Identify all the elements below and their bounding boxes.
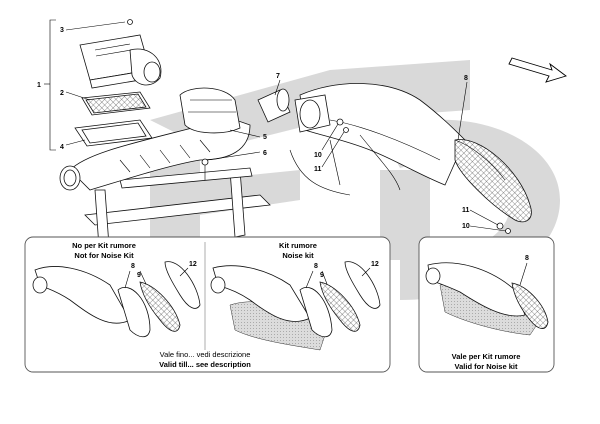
callout-1: 1 xyxy=(37,82,41,89)
no-kit-title-en: Not for Noise Kit xyxy=(74,251,134,260)
right-n8: 8 xyxy=(525,255,529,262)
variant-panel-right: 8 Vale per Kit rumore Valid for Noise ki… xyxy=(418,236,555,373)
validity-line-1: Vale fino... vedi descrizione xyxy=(160,350,251,359)
callout-7: 7 xyxy=(276,73,280,80)
callout-10-right: 10 xyxy=(462,223,470,230)
callout-10: 10 xyxy=(314,152,322,159)
mid-n8: 8 xyxy=(314,263,318,270)
right-intake-duct xyxy=(294,83,532,234)
callout-bracket xyxy=(44,19,56,151)
leader-lines xyxy=(65,21,507,232)
mid-n12: 12 xyxy=(371,261,379,268)
airbox-lid xyxy=(79,19,162,89)
callout-4: 4 xyxy=(60,144,64,151)
main-intake-duct xyxy=(59,87,251,191)
kit-title-en: Noise kit xyxy=(282,251,314,260)
variant-panel-left: No per Kit rumore Not for Noise Kit 8 9 … xyxy=(24,236,391,373)
left-n8: 8 xyxy=(131,263,135,270)
engine-outline xyxy=(289,134,401,196)
mid-n9: 9 xyxy=(320,272,324,279)
filter-element xyxy=(81,91,151,116)
direction-arrow xyxy=(508,57,567,83)
sleeve-part-7 xyxy=(257,88,291,123)
callout-6: 6 xyxy=(263,150,267,157)
callout-5: 5 xyxy=(263,134,267,141)
left-n12: 12 xyxy=(189,261,197,268)
callout-11: 11 xyxy=(314,166,322,173)
validity-line-2: Valid till... see description xyxy=(159,360,251,369)
kit-title-it: Kit rumore xyxy=(279,241,317,250)
callout-2: 2 xyxy=(60,90,64,97)
noise-kit-line-2: Valid for Noise kit xyxy=(455,362,518,371)
left-n9: 9 xyxy=(137,272,141,279)
filter-frame xyxy=(74,119,153,147)
callout-3: 3 xyxy=(60,27,64,34)
noise-kit-line-1: Vale per Kit rumore xyxy=(452,352,521,361)
callout-8: 8 xyxy=(464,75,468,82)
no-kit-title-it: No per Kit rumore xyxy=(72,241,136,250)
callout-numbers: 3 1 2 4 5 6 7 8 10 11 11 10 xyxy=(37,27,470,230)
callout-11-right: 11 xyxy=(462,207,470,214)
